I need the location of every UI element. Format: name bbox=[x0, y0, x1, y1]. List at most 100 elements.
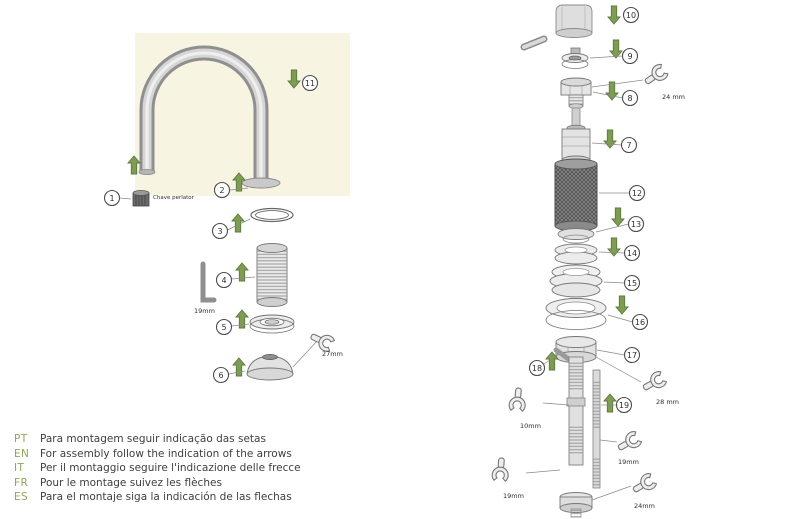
callout-number: 14 bbox=[627, 249, 637, 258]
leader-line bbox=[595, 223, 629, 233]
leader-line bbox=[599, 439, 618, 443]
spout-flange bbox=[241, 177, 281, 189]
callout-number: 1 bbox=[109, 194, 114, 203]
callout-number: 8 bbox=[627, 94, 632, 103]
instruction-text: For assembly follow the indication of th… bbox=[40, 447, 292, 460]
wrench-size-label: 24mm bbox=[634, 502, 655, 510]
lower-rim-part bbox=[557, 228, 595, 244]
instructions-footer: PT Para montagem seguir indicação das se… bbox=[14, 433, 301, 506]
wrench-size-label: 19mm bbox=[503, 492, 524, 500]
assembly-arrow-down-icon bbox=[607, 237, 621, 257]
instruction-row-fr: FR Pour le montage suivez les flèches bbox=[14, 477, 301, 492]
callout-number: 17 bbox=[627, 351, 637, 360]
callout-number: 11 bbox=[305, 79, 315, 88]
leader-line bbox=[592, 91, 623, 99]
language-code: ES bbox=[14, 491, 29, 503]
leader-line bbox=[603, 281, 625, 284]
spout-drawing bbox=[138, 45, 281, 189]
allen-key-size-label: 19mm bbox=[194, 307, 215, 315]
leader-line bbox=[292, 339, 319, 368]
instruction-text: Per il montaggio seguire l'indicazione d… bbox=[40, 462, 301, 474]
leader-line bbox=[228, 370, 246, 375]
wrench-size-label: 10mm bbox=[520, 422, 541, 430]
wrench-icon bbox=[639, 369, 669, 396]
callout-12: 12 bbox=[628, 184, 646, 202]
assembly-arrow-down-icon bbox=[603, 129, 617, 149]
leader-line bbox=[227, 218, 251, 231]
callout-number: 16 bbox=[635, 318, 645, 327]
wrench-size-label: 24 mm bbox=[662, 93, 685, 101]
friction-ring-part bbox=[249, 314, 295, 334]
leader-line bbox=[542, 402, 570, 406]
callout-18: 18 bbox=[528, 359, 546, 377]
callout-number: 13 bbox=[631, 220, 641, 229]
callout-number: 15 bbox=[627, 279, 637, 288]
callout-number: 18 bbox=[532, 364, 542, 373]
o-ring-part bbox=[250, 207, 294, 223]
assembly-arrow-down-icon bbox=[609, 39, 623, 59]
wrench-size-label: 28 mm bbox=[656, 398, 679, 406]
wrench-icon bbox=[614, 429, 644, 456]
callout-4: 4 bbox=[215, 271, 233, 289]
lock-nut-part bbox=[560, 77, 592, 109]
callout-number: 4 bbox=[221, 276, 226, 285]
callout-14: 14 bbox=[623, 244, 641, 262]
leader-line bbox=[231, 323, 250, 327]
callout-number: 6 bbox=[218, 371, 223, 380]
wrench-size-label: 19mm bbox=[618, 458, 639, 466]
callout-number: 2 bbox=[219, 186, 224, 195]
washer-rings-part bbox=[554, 243, 598, 265]
callout-17: 17 bbox=[623, 346, 641, 364]
callout-7: 7 bbox=[620, 136, 638, 154]
callout-9: 9 bbox=[621, 47, 639, 65]
assembly-arrow-down-icon bbox=[611, 207, 625, 227]
leader-line bbox=[591, 485, 632, 501]
language-code: PT bbox=[14, 433, 28, 445]
callout-number: 12 bbox=[632, 189, 642, 198]
instruction-text: Para montagem seguir indicação das setas bbox=[40, 433, 266, 445]
callout-2: 2 bbox=[213, 181, 231, 199]
threaded-shank-part bbox=[256, 243, 288, 307]
assembly-arrow-up-icon bbox=[603, 393, 617, 413]
leader-line bbox=[591, 142, 622, 146]
leader-line bbox=[598, 251, 625, 254]
instruction-text: Pour le montage suivez les flèches bbox=[40, 476, 222, 489]
language-code: FR bbox=[14, 476, 29, 489]
callout-5: 5 bbox=[215, 318, 233, 336]
spout-base-part bbox=[246, 354, 294, 381]
callout-number: 19 bbox=[619, 401, 629, 410]
wrench-icon bbox=[508, 386, 528, 413]
wrench-icon bbox=[640, 62, 670, 90]
callout-13: 13 bbox=[627, 215, 645, 233]
instruction-row-pt: PT Para montagem seguir indicação das se… bbox=[14, 433, 301, 448]
language-code: EN bbox=[14, 447, 30, 460]
leader-line bbox=[591, 79, 644, 88]
callout-number: 7 bbox=[626, 141, 631, 150]
callout-11: 11 bbox=[301, 74, 319, 92]
callout-6: 6 bbox=[212, 366, 230, 384]
callout-15: 15 bbox=[623, 274, 641, 292]
leader-line bbox=[596, 349, 625, 356]
callout-number: 10 bbox=[626, 11, 636, 20]
right-assembly: 10 9 8 24 mm bbox=[491, 4, 685, 518]
language-code: IT bbox=[14, 462, 25, 474]
allen-key-icon bbox=[200, 261, 217, 303]
wrench-icon bbox=[491, 456, 511, 483]
leader-line bbox=[595, 356, 642, 383]
aerator-key-label: Chave perlator bbox=[153, 195, 195, 201]
leader-line bbox=[607, 314, 633, 323]
leader-line bbox=[589, 55, 623, 59]
assembly-arrow-down-icon bbox=[615, 295, 629, 315]
knurled-sleeve-part bbox=[554, 158, 598, 232]
supply-rods bbox=[553, 347, 601, 518]
leader-line bbox=[525, 469, 561, 474]
callout-8: 8 bbox=[621, 89, 639, 107]
leader-line bbox=[229, 187, 249, 191]
callout-16: 16 bbox=[631, 313, 649, 331]
callout-number: 5 bbox=[221, 323, 226, 332]
handle-pin-part bbox=[520, 35, 548, 51]
leader-line bbox=[231, 276, 256, 280]
left-assembly: 11 Chave perlator 1 2 3 bbox=[103, 33, 350, 384]
